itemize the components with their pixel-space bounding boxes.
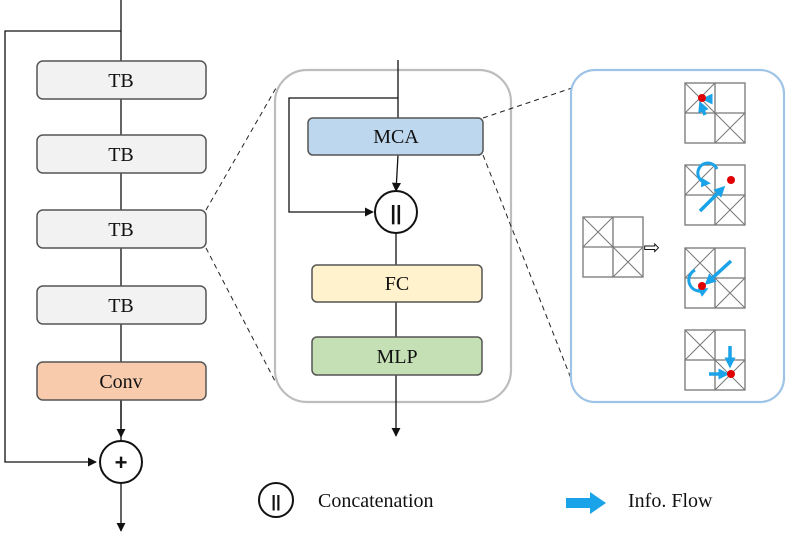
- input-grid: [582, 216, 644, 278]
- attention-detail-panel: ⇨: [569, 68, 786, 404]
- flow-arrow: [704, 259, 733, 286]
- info-flow-arrow-icon: [566, 492, 606, 514]
- mca-label: MCA: [373, 126, 419, 148]
- query-point: [698, 282, 706, 290]
- query-point: [727, 370, 735, 378]
- query-point: [727, 176, 735, 184]
- tb-block-4-label: TB: [108, 295, 134, 317]
- fc-label: FC: [385, 273, 409, 295]
- legend-concat-symbol: ||: [271, 492, 281, 511]
- fc-block: FC: [311, 264, 483, 303]
- zoom-lines-tb: [205, 87, 277, 384]
- conv-block: Conv: [36, 361, 207, 401]
- zoom-lines-mca: [482, 87, 573, 382]
- query-point: [698, 94, 706, 102]
- legend: || Concatenation Info. Flow: [258, 482, 713, 518]
- attention-grid-3: [684, 247, 746, 309]
- conv-label: Conv: [99, 371, 142, 393]
- tb-block-2: TB: [36, 134, 207, 174]
- concat-node: ||: [374, 190, 418, 234]
- self-flow-arrow: [696, 161, 719, 188]
- tb-block-1: TB: [36, 60, 207, 100]
- backbone: TB TB TB TB Conv +: [4, 0, 207, 532]
- add-node: +: [99, 440, 143, 484]
- legend-flow-label: Info. Flow: [628, 490, 713, 512]
- concat-symbol: ||: [390, 203, 401, 225]
- transformer-block-panel: MCA || FC MLP: [273, 60, 513, 437]
- legend-concat-label: Concatenation: [318, 490, 434, 512]
- tb-block-4: TB: [36, 285, 207, 325]
- add-symbol: +: [115, 450, 128, 475]
- tb-block-3: TB: [36, 209, 207, 249]
- tb-block-1-label: TB: [108, 70, 134, 92]
- attention-grid-2: [684, 161, 746, 226]
- attention-grid-1: [684, 82, 746, 144]
- self-flow-arrow: [687, 268, 709, 297]
- mca-block: MCA: [307, 117, 484, 156]
- flow-arrow: [698, 185, 726, 213]
- mlp-label: MLP: [376, 346, 417, 368]
- mlp-block: MLP: [311, 336, 483, 376]
- attention-grid-4: [684, 329, 746, 391]
- legend-flow-item: Info. Flow: [566, 490, 713, 514]
- legend-concat-item: || Concatenation: [258, 482, 434, 518]
- flow-arrow: [698, 100, 709, 116]
- transform-arrow: ⇨: [644, 235, 661, 259]
- tb-block-3-label: TB: [108, 219, 134, 241]
- tb-block-2-label: TB: [108, 144, 134, 166]
